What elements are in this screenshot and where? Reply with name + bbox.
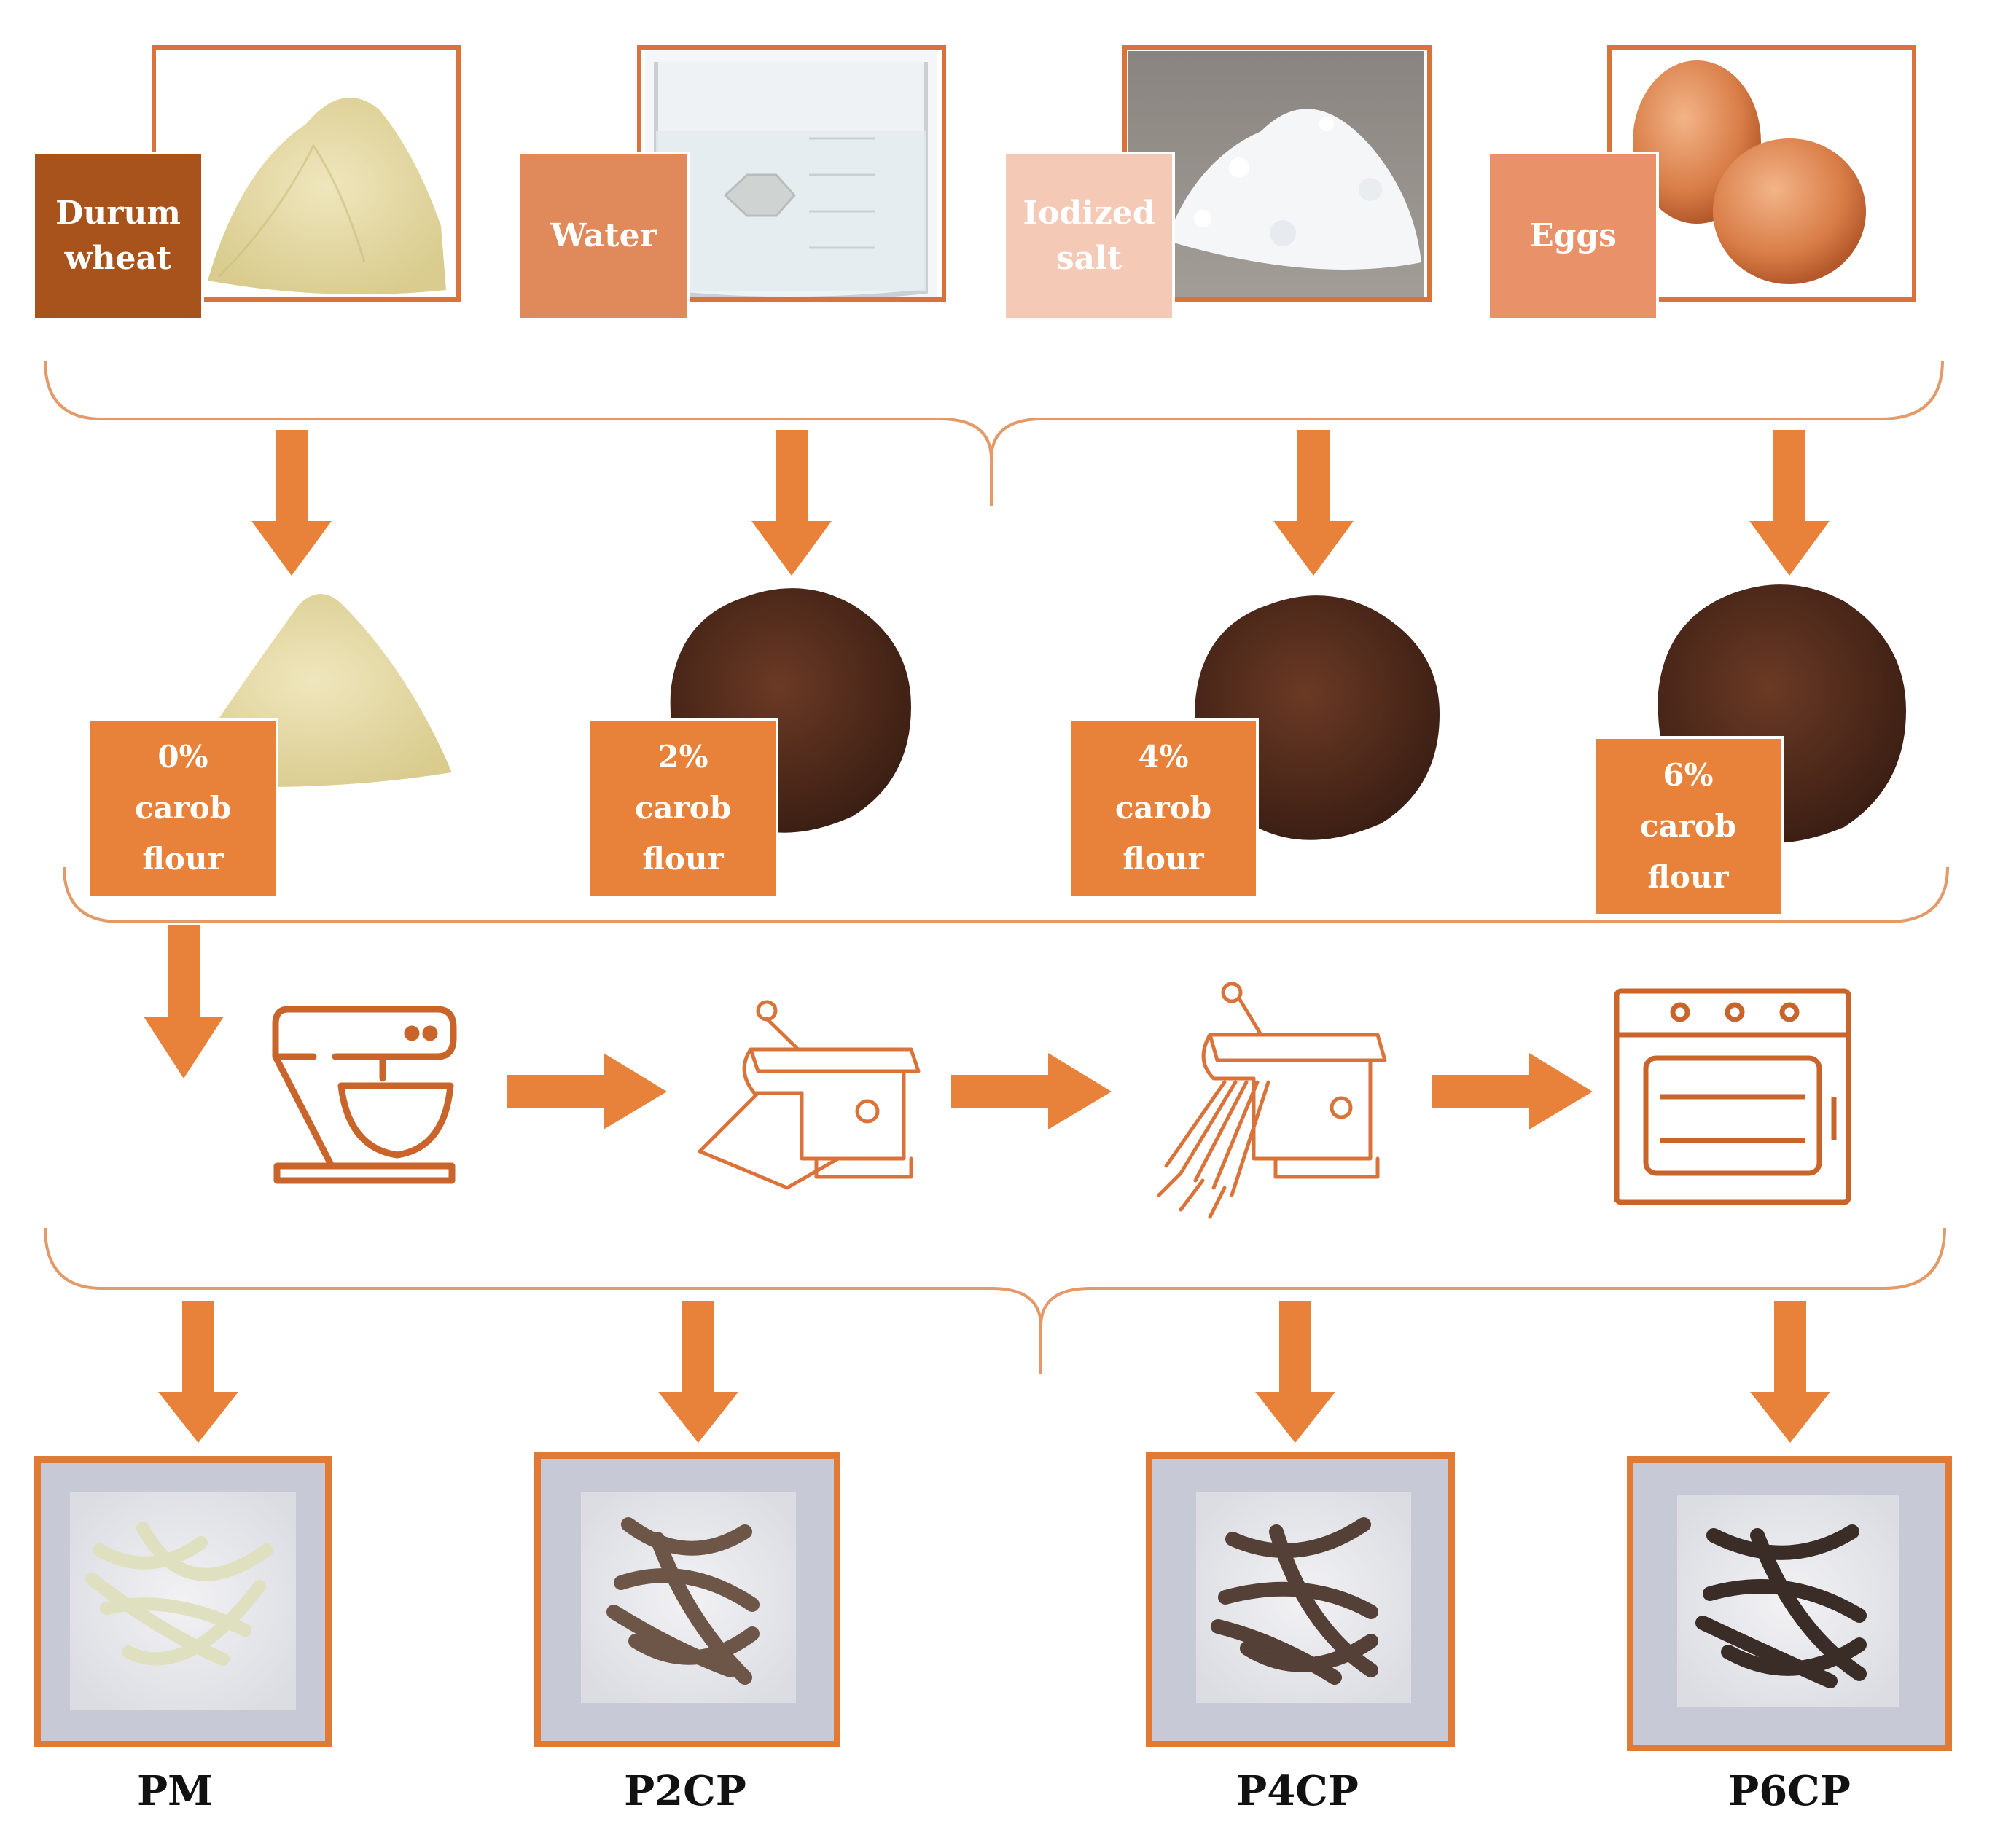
product-photo-pm — [34, 1456, 332, 1747]
carob-flour-label-2: 2% carob flour — [587, 718, 778, 898]
carob-flour-label-4: 4% carob flour — [1068, 718, 1259, 898]
product-label-pm: PM — [136, 1767, 214, 1815]
brace-1 — [44, 360, 1944, 506]
ingredient-label-text: Durum wheat — [55, 195, 181, 277]
ingredient-label-text: Iodized salt — [1023, 195, 1155, 277]
arrow-down-icon — [144, 925, 224, 1078]
product-photo-p4cp — [1146, 1452, 1455, 1747]
arrow-down-icon — [158, 1301, 238, 1443]
carob-flour-label-text: 2% carob flour — [634, 739, 732, 877]
carob-flour-label-6: 6% carob flour — [1593, 736, 1784, 917]
product-label-p6cp: P6CP — [1728, 1767, 1851, 1815]
ingredient-label-water: Water — [518, 152, 690, 321]
arrows-row3 — [158, 1301, 1830, 1443]
brace-3 — [44, 1227, 1946, 1374]
arrow-down-icon — [1255, 1301, 1335, 1443]
stand-mixer-icon — [272, 1006, 457, 1184]
arrow-down-icon — [1749, 430, 1830, 576]
carob-flour-label-text: 6% carob flour — [1639, 757, 1737, 895]
arrow-down-icon — [751, 430, 832, 576]
ingredient-label-salt: Iodized salt — [1003, 152, 1175, 321]
product-label-p2cp: P2CP — [624, 1767, 746, 1815]
carob-flour-label-text: 0% carob flour — [134, 739, 232, 877]
brace-2 — [63, 866, 1949, 923]
arrow-right-icon — [951, 1053, 1112, 1129]
ingredient-label-text: Eggs — [1529, 217, 1617, 254]
product-photo-p6cp — [1627, 1456, 1952, 1751]
carob-flour-label-0: 0% carob flour — [87, 718, 278, 898]
pasta-cutter-icon — [1157, 982, 1387, 1219]
ingredient-label-durum: Durum wheat — [32, 152, 204, 321]
oven-icon — [1614, 988, 1851, 1205]
ingredient-label-eggs: Eggs — [1487, 152, 1659, 321]
pasta-sheeter-icon — [698, 1000, 921, 1190]
arrow-down-icon — [658, 1301, 738, 1443]
carob-flour-label-text: 4% carob flour — [1114, 739, 1212, 877]
arrow-down-icon — [1750, 1301, 1830, 1443]
eggs-picture — [1633, 60, 1866, 284]
durum-wheat-powder-picture — [208, 98, 446, 295]
arrows-row1 — [251, 430, 1830, 576]
water-beaker-picture — [645, 51, 937, 301]
salt-pile-picture — [1128, 51, 1424, 299]
product-photo-p2cp — [534, 1452, 840, 1747]
arrow-right-icon — [507, 1053, 667, 1129]
arrow-down-icon — [1273, 430, 1354, 576]
arrow-right-icon — [1432, 1053, 1593, 1129]
ingredient-label-text: Water — [550, 217, 657, 254]
product-label-p4cp: P4CP — [1236, 1767, 1359, 1815]
arrow-down-icon — [251, 430, 332, 576]
